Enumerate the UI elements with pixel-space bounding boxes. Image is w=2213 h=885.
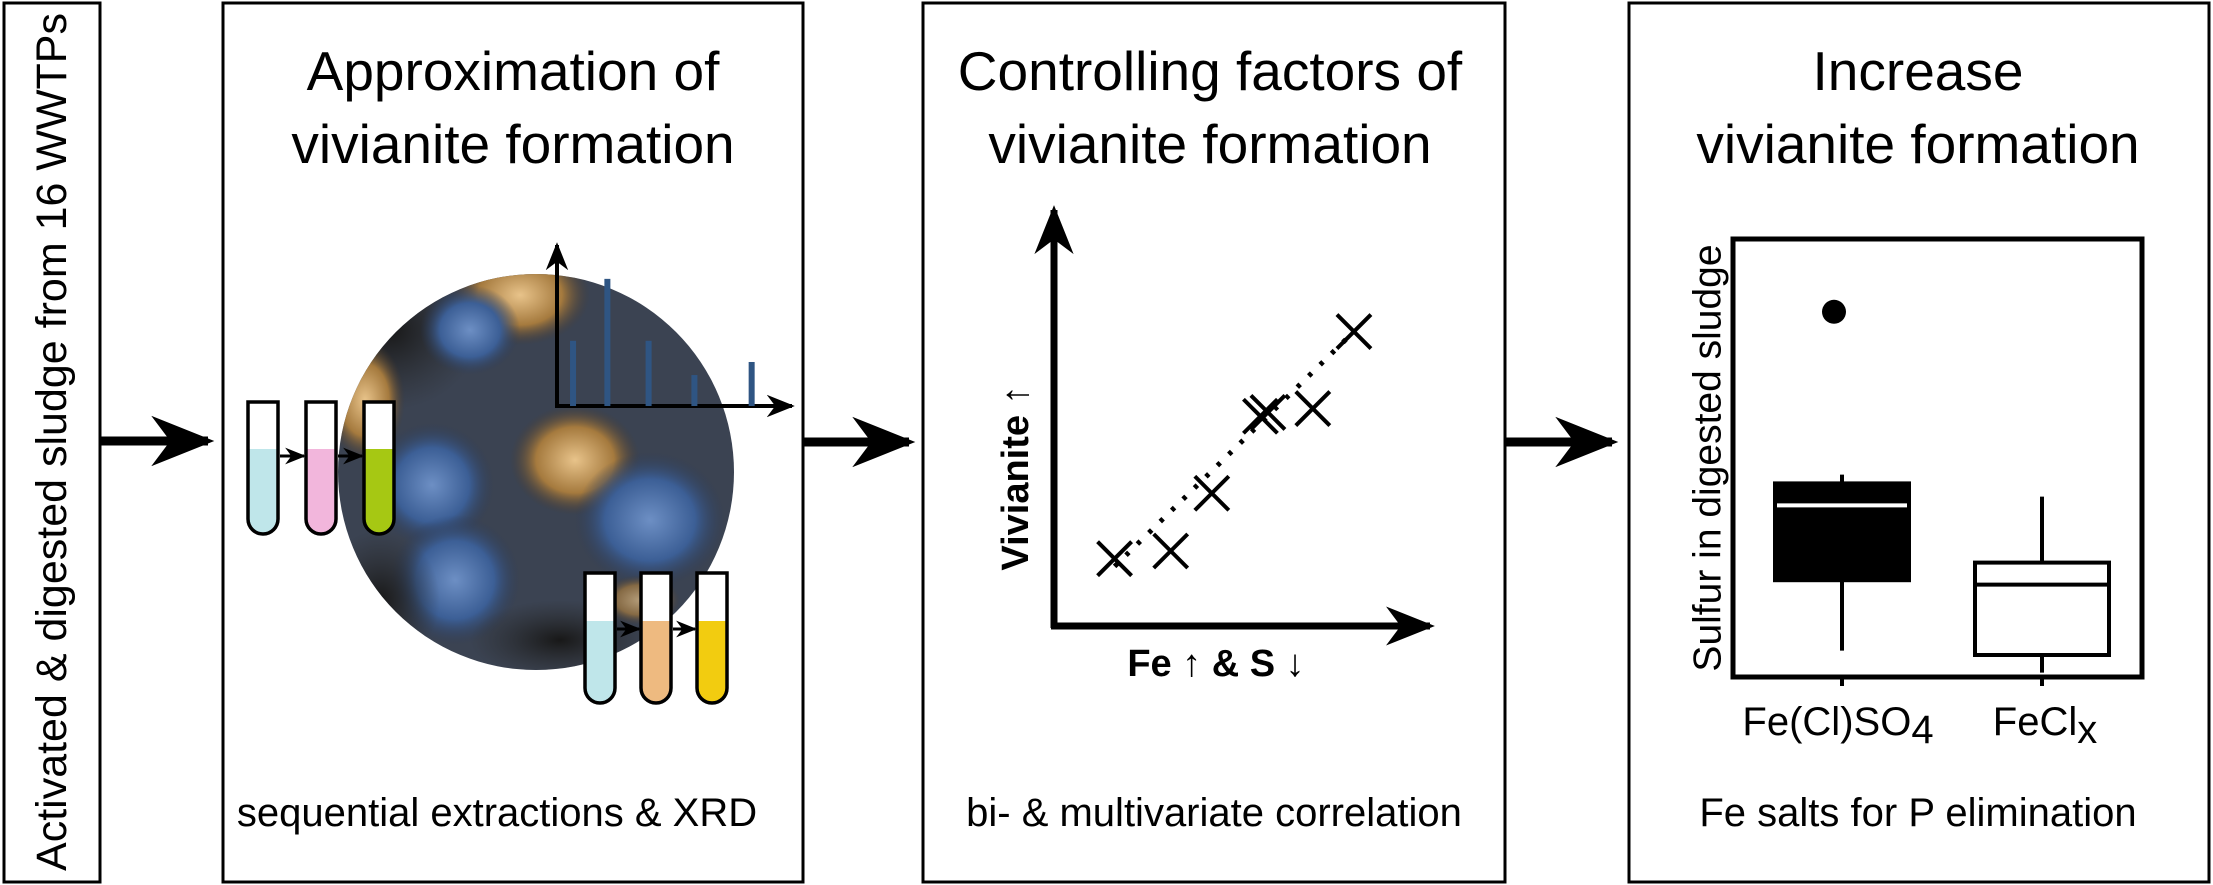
scatter-plot xyxy=(1096,313,1373,578)
xrd-bar xyxy=(604,278,611,406)
tube-liquid xyxy=(248,449,278,534)
panel-approximation: Approximation of vivianite formation seq… xyxy=(221,1,805,884)
tube-liquid xyxy=(306,449,336,534)
test-tube-outline xyxy=(304,400,338,536)
cross-stroke xyxy=(1294,390,1332,427)
cross-stroke xyxy=(1242,397,1279,435)
scatter-x-label: Fe ↑ & S ↓ xyxy=(1127,643,1304,685)
category-label-fe-clx: FeClx xyxy=(1993,700,2097,752)
xrd-bar xyxy=(645,340,652,406)
panel-2-title-line2: vivianite formation xyxy=(988,113,1431,175)
cross-stroke xyxy=(1249,393,1287,431)
category-label-fe-cl-so4: Fe(Cl)SO4 xyxy=(1742,700,1933,752)
box xyxy=(1773,481,1911,583)
panel-3-title-line2: vivianite formation xyxy=(1696,113,2139,175)
panel-2-caption: bi- & multivariate correlation xyxy=(966,791,1462,835)
xrd-bar xyxy=(691,375,698,406)
boxplot-frame xyxy=(1730,236,2145,680)
panel-1-caption: sequential extractions & XRD xyxy=(237,791,757,835)
scatter-point-cross-icon xyxy=(1249,393,1287,431)
xrd-bar xyxy=(570,340,577,406)
cross-stroke xyxy=(1096,540,1133,578)
source-label: Activated & digested sludge from 16 WWTP… xyxy=(28,13,76,871)
scatter-point-cross-icon xyxy=(1193,474,1231,512)
scatter-point-cross-icon xyxy=(1152,532,1190,570)
panel-1-title-line1: Approximation of xyxy=(307,40,720,102)
boxplot xyxy=(1773,299,2111,686)
scatter-point-cross-icon xyxy=(1335,313,1373,350)
panel-increase: Increase vivianite formation Sulfur in d… xyxy=(1627,1,2211,884)
outlier-point xyxy=(1822,299,1846,324)
test-tubes xyxy=(246,400,729,705)
panel-3-title-line1: Increase xyxy=(1813,40,2024,102)
tube-liquid xyxy=(585,621,615,703)
boxplot-y-label: Sulfur in digested sludge xyxy=(1686,244,1729,671)
scatter-point-cross-icon xyxy=(1294,390,1332,427)
scatter-point-cross-icon xyxy=(1242,397,1279,435)
cross-stroke xyxy=(1152,532,1190,570)
test-tube-outline xyxy=(695,571,729,705)
tube-liquid xyxy=(697,621,727,703)
test-tube-outline xyxy=(583,571,617,705)
scatter-point-cross-icon xyxy=(1096,540,1133,578)
panel-2-title-line1: Controlling factors of xyxy=(958,40,1463,102)
tube-liquid xyxy=(364,449,394,534)
cross-stroke xyxy=(1193,474,1231,512)
panel-controlling-factors: Controlling factors of vivianite formati… xyxy=(921,1,1507,884)
panel-3-caption: Fe salts for P elimination xyxy=(1699,791,2136,835)
xrd-bar xyxy=(748,361,755,406)
tube-liquid xyxy=(641,621,671,703)
cross-stroke xyxy=(1335,313,1373,350)
scatter-y-label: Vivianite ↑ xyxy=(995,385,1037,570)
panel-1-title-line2: vivianite formation xyxy=(291,113,734,175)
xrd-chart xyxy=(545,242,795,418)
box xyxy=(1973,560,2111,657)
test-tube-outline xyxy=(639,571,673,705)
source-box xyxy=(2,1,102,884)
test-tube-outline xyxy=(362,400,396,536)
test-tube-outline xyxy=(246,400,280,536)
